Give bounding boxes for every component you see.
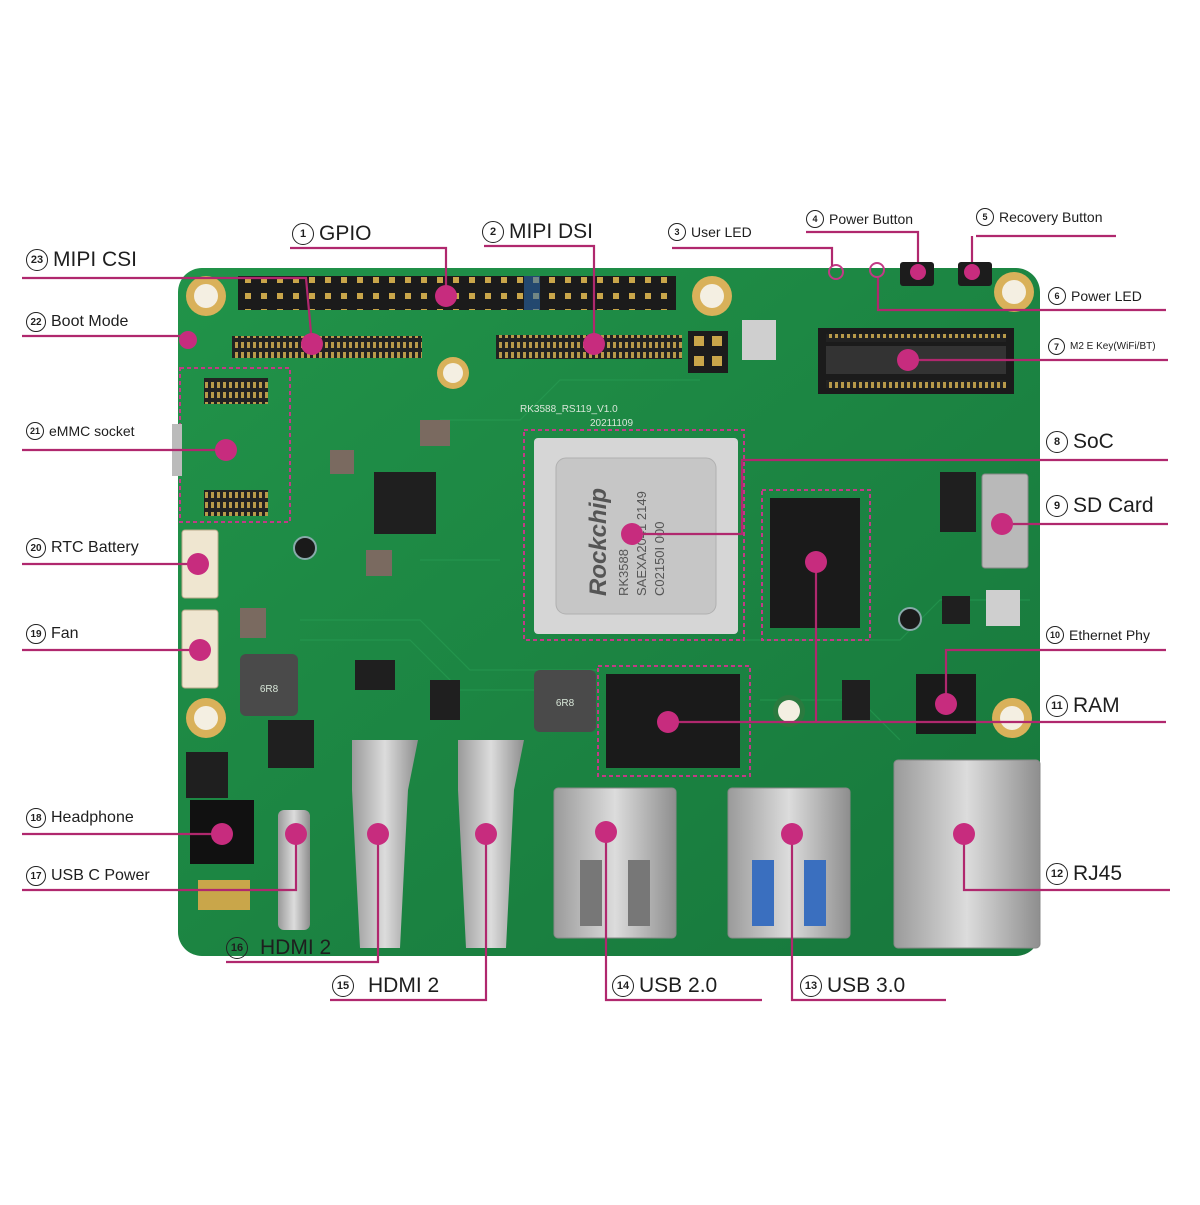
- label-recovery-button: 5 Recovery Button: [976, 208, 1103, 226]
- label-number: 6: [1048, 287, 1066, 305]
- soc-model: RK3588: [616, 549, 631, 596]
- label-headphone: 18 Headphone: [26, 808, 134, 828]
- label-text: USB C Power: [51, 867, 150, 884]
- board-silkscreen-date: 20211109: [590, 418, 633, 429]
- label-gpio: 1 GPIO: [292, 222, 372, 246]
- label-usb-2: 14 USB 2.0: [612, 974, 717, 998]
- callout-dots: [179, 264, 1013, 845]
- label-power-button: 4 Power Button: [806, 210, 913, 228]
- label-number: 19: [26, 624, 46, 644]
- label-text: GPIO: [319, 222, 372, 245]
- label-text: HDMI 2: [260, 936, 332, 959]
- label-text: Power LED: [1071, 288, 1142, 304]
- label-text: eMMC socket: [49, 423, 135, 439]
- label-number: 18: [26, 808, 46, 828]
- label-boot-mode: 22 Boot Mode: [26, 312, 128, 332]
- label-number: 7: [1048, 338, 1065, 355]
- label-emmc-socket: 21 eMMC socket: [26, 422, 135, 440]
- inductor-marking-1: 6R8: [260, 684, 279, 695]
- label-number: 1: [292, 223, 314, 245]
- small-ics: [186, 320, 1020, 798]
- mipi-connectors: [232, 331, 728, 373]
- label-rj45: 12 RJ45: [1046, 862, 1122, 886]
- label-number: 21: [26, 422, 44, 440]
- label-mipi-dsi: 2 MIPI DSI: [482, 220, 593, 244]
- label-text: Boot Mode: [51, 313, 129, 330]
- label-text: MIPI CSI: [53, 248, 138, 271]
- label-hdmi-16: 16 HDMI 2: [226, 936, 331, 960]
- label-number: 11: [1046, 695, 1068, 717]
- label-power-led: 6 Power LED: [1048, 287, 1142, 305]
- soc-code-2: C02150I 000: [652, 522, 667, 596]
- label-number: 22: [26, 312, 46, 332]
- label-usb-c-power: 17 USB C Power: [26, 866, 150, 886]
- label-m2-e-key: 7 M2 E Key(WiFi/BT): [1048, 338, 1156, 355]
- label-number: 4: [806, 210, 824, 228]
- label-text: SoC: [1073, 430, 1114, 453]
- label-text: SD Card: [1073, 494, 1154, 517]
- label-text: Fan: [51, 625, 79, 642]
- board-silkscreen-name: RK3588_RS119_V1.0: [520, 404, 618, 415]
- label-user-led: 3 User LED: [668, 223, 752, 241]
- label-text: RTC Battery: [51, 539, 139, 556]
- soc-brand: Rockchip: [585, 488, 612, 596]
- label-number: 5: [976, 208, 994, 226]
- label-text: Ethernet Phy: [1069, 627, 1150, 643]
- label-text: RJ45: [1073, 862, 1123, 885]
- callout-lines: [22, 230, 1170, 1002]
- label-hdmi-15: 15 HDMI 2: [332, 974, 439, 998]
- inductors: 6R8 6R8: [240, 654, 596, 732]
- label-number: 10: [1046, 626, 1064, 644]
- label-sd-card: 9 SD Card: [1046, 494, 1154, 518]
- m2-slot: [818, 328, 1014, 394]
- label-number: 20: [26, 538, 46, 558]
- label-number: 16: [226, 937, 248, 959]
- label-number: 13: [800, 975, 822, 997]
- label-number: 14: [612, 975, 634, 997]
- label-ethernet-phy: 10 Ethernet Phy: [1046, 626, 1150, 644]
- label-text: M2 E Key(WiFi/BT): [1070, 341, 1156, 352]
- label-soc: 8 SoC: [1046, 430, 1114, 454]
- label-usb-3: 13 USB 3.0: [800, 974, 905, 998]
- label-text: USB 2.0: [639, 974, 718, 997]
- label-number: 12: [1046, 863, 1068, 885]
- label-number: 9: [1046, 495, 1068, 517]
- label-rtc-battery: 20 RTC Battery: [26, 538, 139, 558]
- label-number: 15: [332, 975, 354, 997]
- label-number: 8: [1046, 431, 1068, 453]
- label-ram: 11 RAM: [1046, 694, 1120, 718]
- label-text: User LED: [691, 224, 752, 240]
- label-text: Recovery Button: [999, 209, 1103, 225]
- soc-code-1: SAEXA2041 2149: [634, 491, 649, 596]
- inductor-marking-2: 6R8: [556, 698, 575, 709]
- label-text: Headphone: [51, 809, 134, 826]
- label-text: USB 3.0: [827, 974, 906, 997]
- ports: [190, 740, 1041, 949]
- label-fan: 19 Fan: [26, 624, 79, 644]
- label-text: MIPI DSI: [509, 220, 594, 243]
- label-number: 23: [26, 249, 48, 271]
- label-number: 2: [482, 221, 504, 243]
- mounting-holes: [186, 272, 1034, 738]
- label-number: 17: [26, 866, 46, 886]
- gpio-header: [238, 276, 676, 310]
- label-text: RAM: [1073, 694, 1120, 717]
- label-text: HDMI 2: [368, 974, 440, 997]
- label-text: Power Button: [829, 211, 914, 227]
- label-number: 3: [668, 223, 686, 241]
- label-mipi-csi: 23 MIPI CSI: [26, 248, 137, 272]
